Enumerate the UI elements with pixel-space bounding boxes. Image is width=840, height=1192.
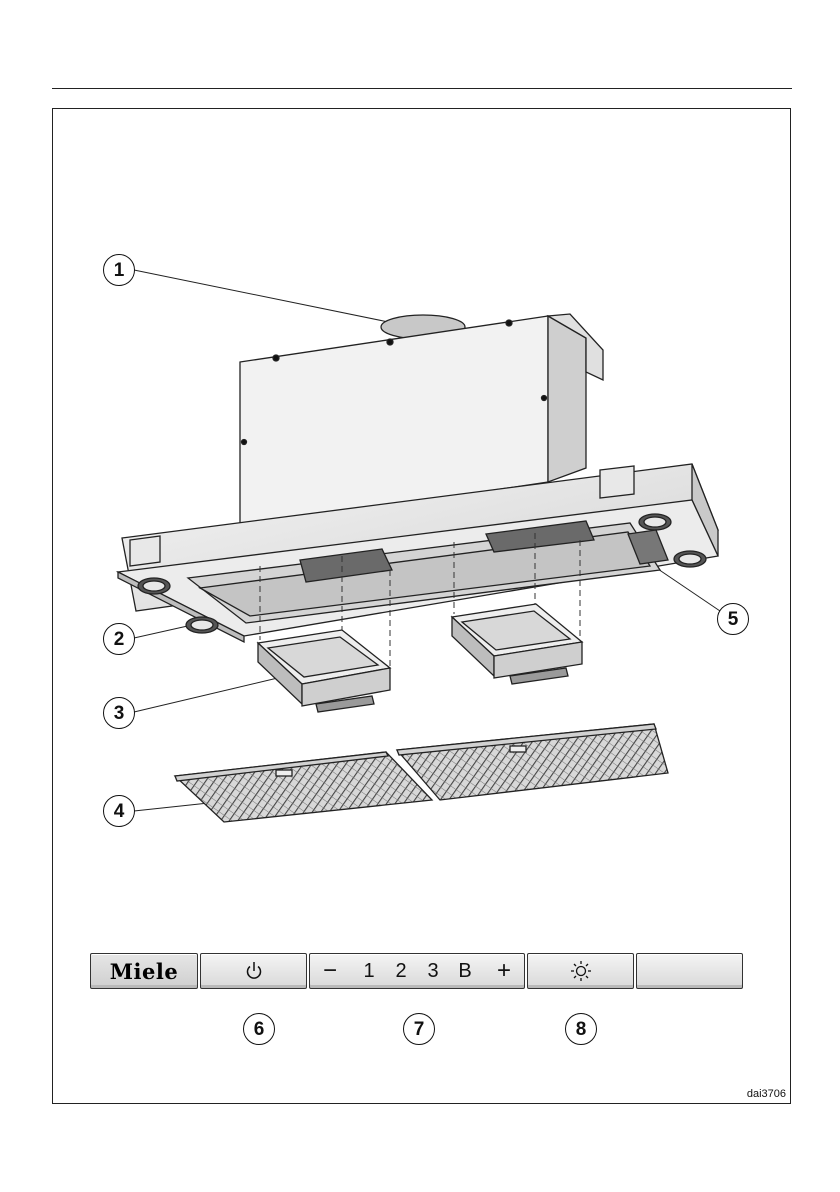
fan-level-3[interactable]: 3 [417, 960, 449, 983]
fan-level-2[interactable]: 2 [385, 960, 417, 983]
brand-logo-text: Miele [110, 959, 178, 984]
fan-speed-button[interactable]: − 1 2 3 B + [309, 953, 525, 989]
power-icon [243, 960, 265, 982]
callout-2: 2 [103, 623, 135, 655]
fan-level-boost[interactable]: B [449, 960, 481, 983]
callout-3: 3 [103, 697, 135, 729]
fan-plus-key[interactable]: + [481, 957, 527, 985]
light-button[interactable] [527, 953, 634, 989]
charcoal-filters [175, 724, 668, 822]
light-icon [569, 959, 593, 983]
fan-minus-key[interactable]: − [307, 957, 353, 985]
fan-level-1[interactable]: 1 [353, 960, 385, 983]
power-button[interactable] [200, 953, 307, 989]
blank-button[interactable] [636, 953, 743, 989]
callout-5: 5 [717, 603, 749, 635]
callout-1: 1 [103, 254, 135, 286]
callout-4: 4 [103, 795, 135, 827]
callout-6: 6 [243, 1013, 275, 1045]
callout-7: 7 [403, 1013, 435, 1045]
brand-logo: Miele [90, 953, 198, 989]
control-panel: Miele − 1 2 3 B + [90, 953, 743, 989]
callout-8: 8 [565, 1013, 597, 1045]
